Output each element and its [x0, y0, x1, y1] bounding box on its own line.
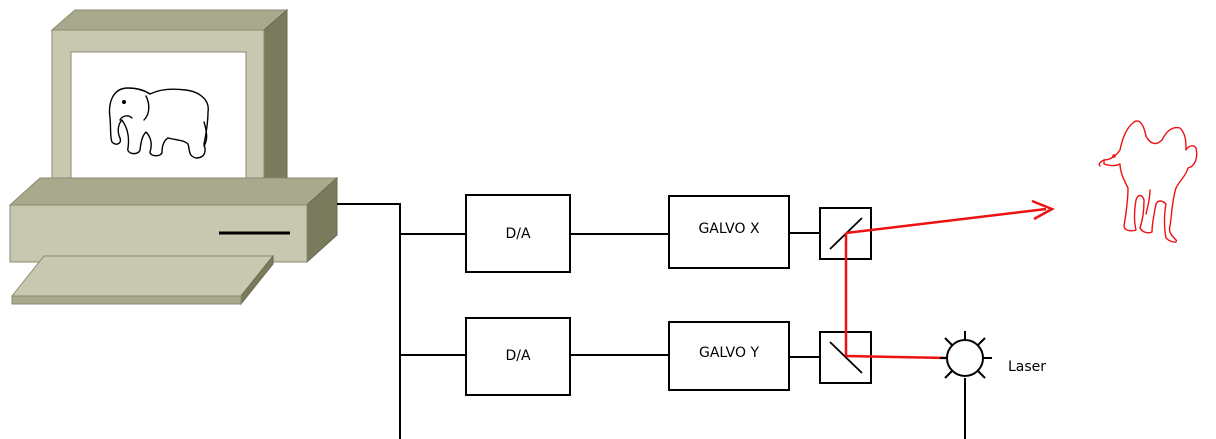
- laser-body: [946, 339, 984, 377]
- da-converter-bottom: D/A: [465, 317, 571, 396]
- laser-beam: [844, 199, 1055, 360]
- elephant-icon: [108, 87, 209, 159]
- laser-icon: [940, 331, 992, 379]
- da-top-box: [465, 194, 571, 273]
- da-top-label: D/A: [505, 226, 530, 242]
- computer-icon: [8, 8, 339, 306]
- base-top: [8, 177, 339, 206]
- galvo-x-box: [668, 195, 790, 269]
- galvo-x-label: GALVO X: [698, 221, 759, 237]
- monitor-top: [50, 9, 289, 31]
- laser-ray: [944, 337, 953, 346]
- keyboard-front: [11, 295, 242, 305]
- camel-icon: [1098, 120, 1198, 243]
- da-bottom-box: [465, 317, 571, 396]
- wiring: [337, 203, 966, 439]
- galvo-y-label: GALVO Y: [699, 345, 759, 361]
- galvo-y: GALVO Y: [668, 321, 790, 391]
- laser-ray: [977, 337, 986, 346]
- monitor-screen: [70, 51, 247, 181]
- beam-laser-to-mirror-y: [845, 354, 949, 360]
- main-bus-wire: [337, 203, 401, 439]
- laser-ray: [944, 370, 953, 379]
- beam-mirror-x-out: [845, 207, 1047, 235]
- laser-label: Laser: [1008, 359, 1046, 375]
- galvo-y-box: [668, 321, 790, 391]
- da-converter-top: D/A: [465, 194, 571, 273]
- galvo-x: GALVO X: [668, 195, 790, 269]
- da-bottom-label: D/A: [505, 348, 530, 364]
- beam-arrowhead: [1031, 199, 1055, 221]
- mirror-icon: [829, 341, 863, 374]
- keyboard-top: [10, 255, 275, 297]
- laser-ray: [977, 370, 986, 379]
- monitor-side: [263, 8, 288, 199]
